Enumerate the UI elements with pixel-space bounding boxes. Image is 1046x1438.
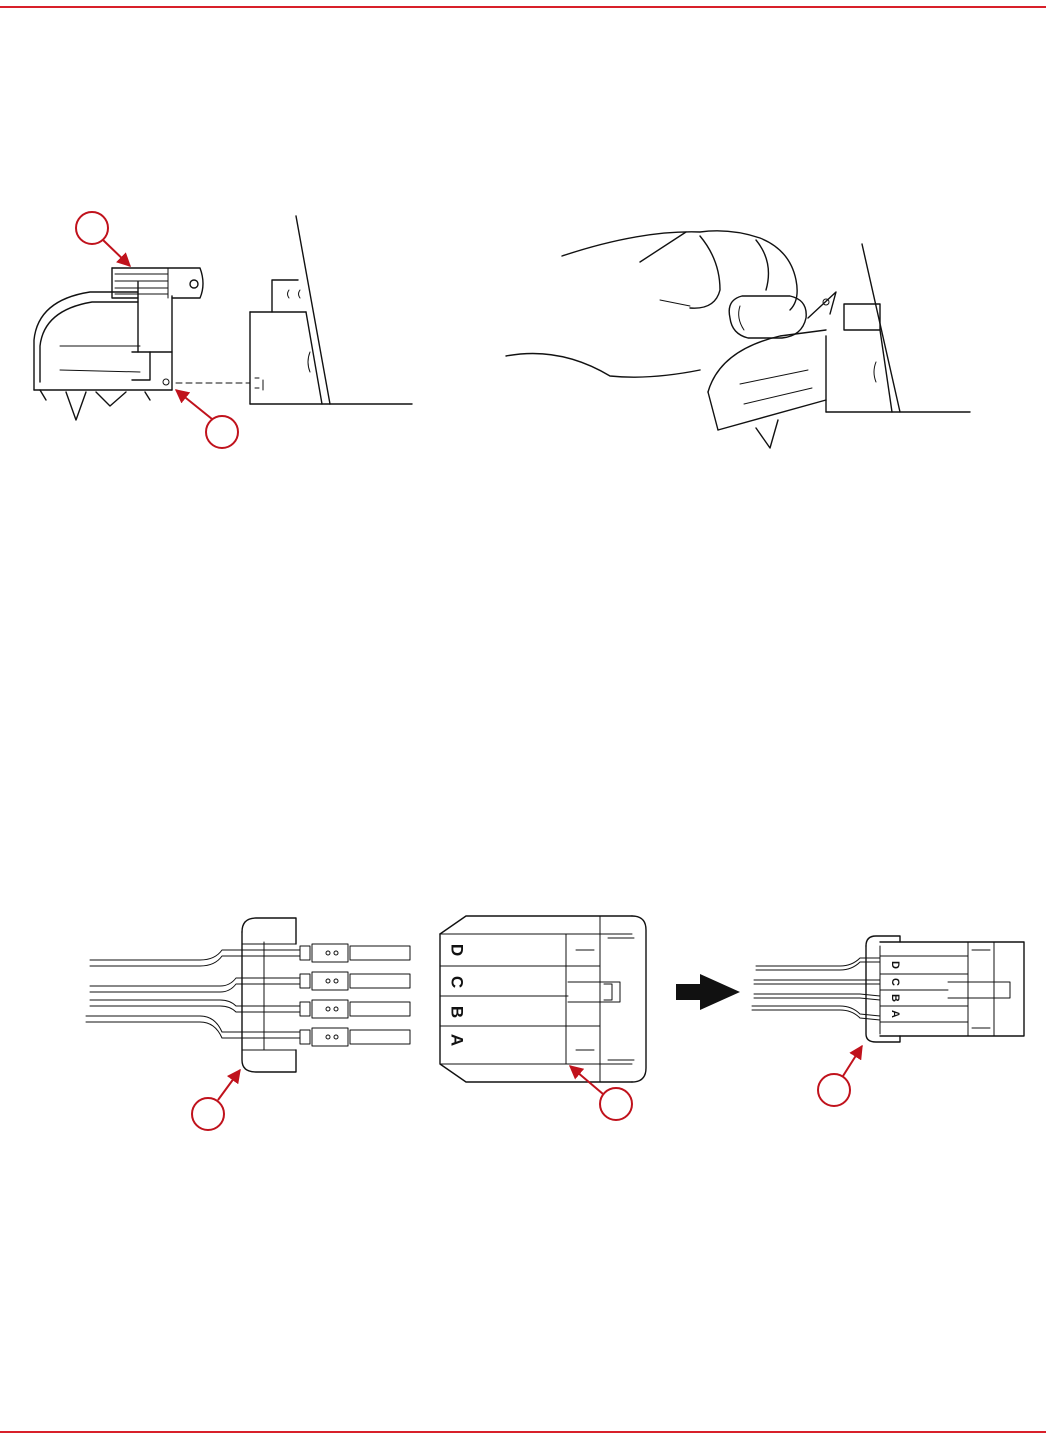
terminals bbox=[300, 944, 410, 1046]
callout-2 bbox=[176, 390, 238, 448]
figure-hand-insertion bbox=[506, 231, 970, 448]
hand bbox=[506, 231, 806, 377]
callout-5 bbox=[818, 1046, 862, 1106]
pin-label-b: B bbox=[448, 1006, 467, 1018]
pin-label-d: D bbox=[448, 944, 467, 956]
connector-body-2 bbox=[708, 292, 836, 448]
callout-4 bbox=[570, 1066, 632, 1120]
right-arrow-icon bbox=[676, 974, 740, 1010]
mounting-panel-2 bbox=[826, 244, 970, 412]
small-pin-label-a: A bbox=[889, 1010, 901, 1018]
connector-lock-tab bbox=[112, 268, 203, 298]
figure-terminal-assembly: D C B A bbox=[86, 916, 1024, 1130]
wire-bundle bbox=[86, 950, 300, 1038]
assembled-connector: D C B A bbox=[752, 936, 1024, 1042]
small-pin-label-b: B bbox=[889, 994, 901, 1002]
callout-1 bbox=[76, 212, 130, 266]
pin-label-a: A bbox=[448, 1034, 467, 1046]
connector-body bbox=[34, 282, 250, 420]
connector-housing: D C B A bbox=[440, 916, 646, 1082]
figure-connector-alignment bbox=[34, 212, 412, 448]
pin-label-c: C bbox=[448, 976, 467, 988]
callout-3 bbox=[192, 1070, 240, 1130]
wire-seal bbox=[242, 918, 296, 1072]
mounting-panel bbox=[250, 216, 412, 404]
small-pin-label-c: C bbox=[889, 978, 901, 986]
small-pin-label-d: D bbox=[889, 961, 901, 969]
